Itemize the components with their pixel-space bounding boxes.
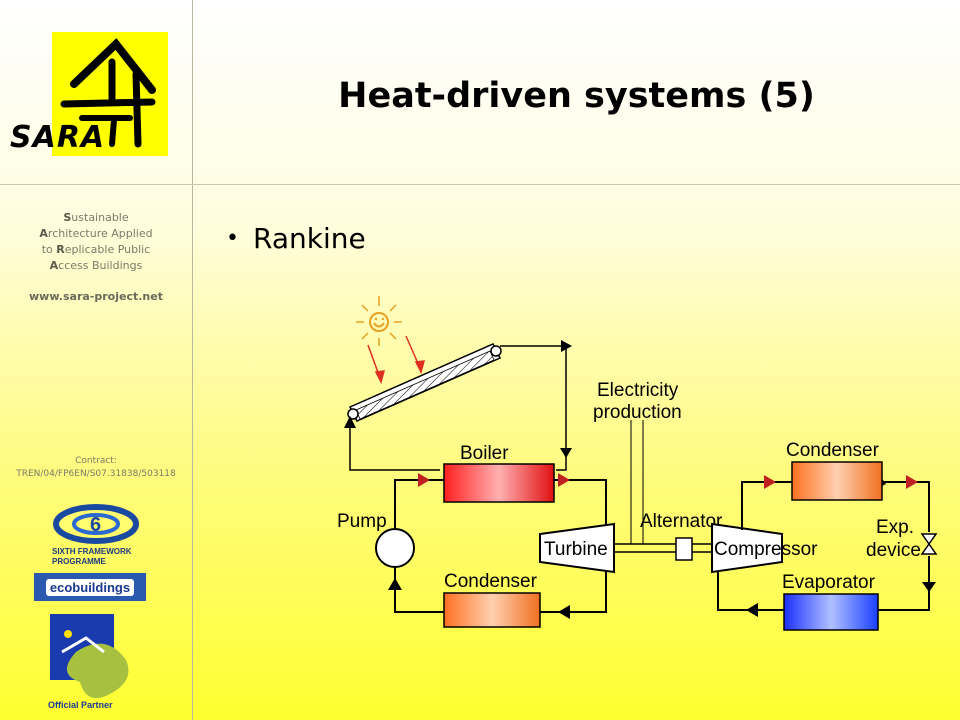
collector-loop-pipe (349, 345, 567, 471)
condenser-left-unit (443, 592, 541, 628)
fp6-logo: 6 SIXTH FRAMEWORK PROGRAMME (52, 504, 139, 566)
evaporator-unit (783, 593, 879, 631)
exp-label: Exp. (876, 517, 914, 538)
flow-arrow-icon (558, 473, 570, 487)
acronym-line-3: to Replicable Public (41, 243, 151, 256)
condenser-right-unit (791, 461, 883, 501)
sun-icon (356, 296, 402, 346)
svg-text:6: 6 (90, 514, 101, 536)
ecobuildings-logo: ecobuildings (34, 573, 146, 601)
sidebar: SARA Sustainable Architecture Applied to… (0, 0, 193, 720)
condenser-left-label: Condenser (444, 571, 538, 592)
slide-title: Heat-driven systems (5) (338, 76, 815, 116)
electricity-line (630, 420, 644, 544)
pump-label: Pump (337, 511, 387, 532)
solar-ray-arrows (367, 335, 426, 385)
solar-collector (347, 343, 502, 422)
bullet-dot-icon: • (226, 226, 239, 251)
fp6-caption-1: SIXTH FRAMEWORK (52, 547, 132, 556)
sustainable-energy-europe-logo: Official Partner (48, 614, 129, 710)
compressor-unit (711, 522, 783, 574)
production-label: production (593, 402, 682, 423)
flow-arrow-icon (418, 473, 430, 487)
rankine-diagram: Boiler Pump Condenser Turbine Alternator… (337, 296, 938, 631)
compressor-label: Compressor (714, 539, 818, 560)
alternator-label: Alternator (640, 511, 723, 532)
turbine-unit (539, 522, 615, 574)
flow-arrow-icon (561, 340, 572, 352)
flow-arrow-icon (922, 582, 936, 592)
flow-arrow-icon (344, 416, 356, 428)
sara-logo-icon (52, 32, 168, 156)
acronym-line-2: Architecture Applied (39, 227, 153, 240)
bullet-item: • Rankine (226, 222, 366, 255)
expansion-valve-icon (920, 533, 938, 555)
flow-arrow-icon (558, 605, 570, 619)
bullet-text: Rankine (252, 222, 366, 255)
device-label: device (866, 540, 921, 561)
condenser-right-label: Condenser (786, 440, 880, 461)
fp6-caption-2: PROGRAMME (52, 557, 106, 566)
acronym-line-4: Access Buildings (49, 259, 143, 272)
evaporator-label: Evaporator (782, 572, 876, 593)
sara-logo (52, 32, 168, 156)
turbine-label: Turbine (544, 539, 608, 560)
electricity-label: Electricity (597, 380, 679, 401)
flow-arrow-icon (746, 603, 758, 617)
pump-unit (375, 528, 415, 568)
shaft (614, 543, 712, 553)
flow-arrow-icon (906, 475, 918, 489)
header-divider (0, 184, 960, 185)
alternator-unit (675, 537, 693, 561)
acronym-line-1: Sustainable (63, 211, 129, 224)
flow-arrow-icon (560, 448, 572, 458)
official-partner-caption: Official Partner (48, 700, 113, 710)
flow-arrow-icon (764, 475, 776, 489)
ecobuildings-logo-text: ecobuildings (45, 578, 135, 596)
boiler-label: Boiler (460, 443, 509, 464)
flow-arrow-icon (388, 578, 402, 590)
project-acronym: Sustainable Architecture Applied to Repl… (0, 210, 192, 274)
website-link[interactable]: www.sara-project.net (29, 290, 163, 303)
sara-logo-text: SARA (10, 120, 106, 155)
contract-number: Contract: TREN/04/FP6EN/S07.31838/503118 (16, 456, 176, 479)
boiler-unit (443, 463, 555, 503)
